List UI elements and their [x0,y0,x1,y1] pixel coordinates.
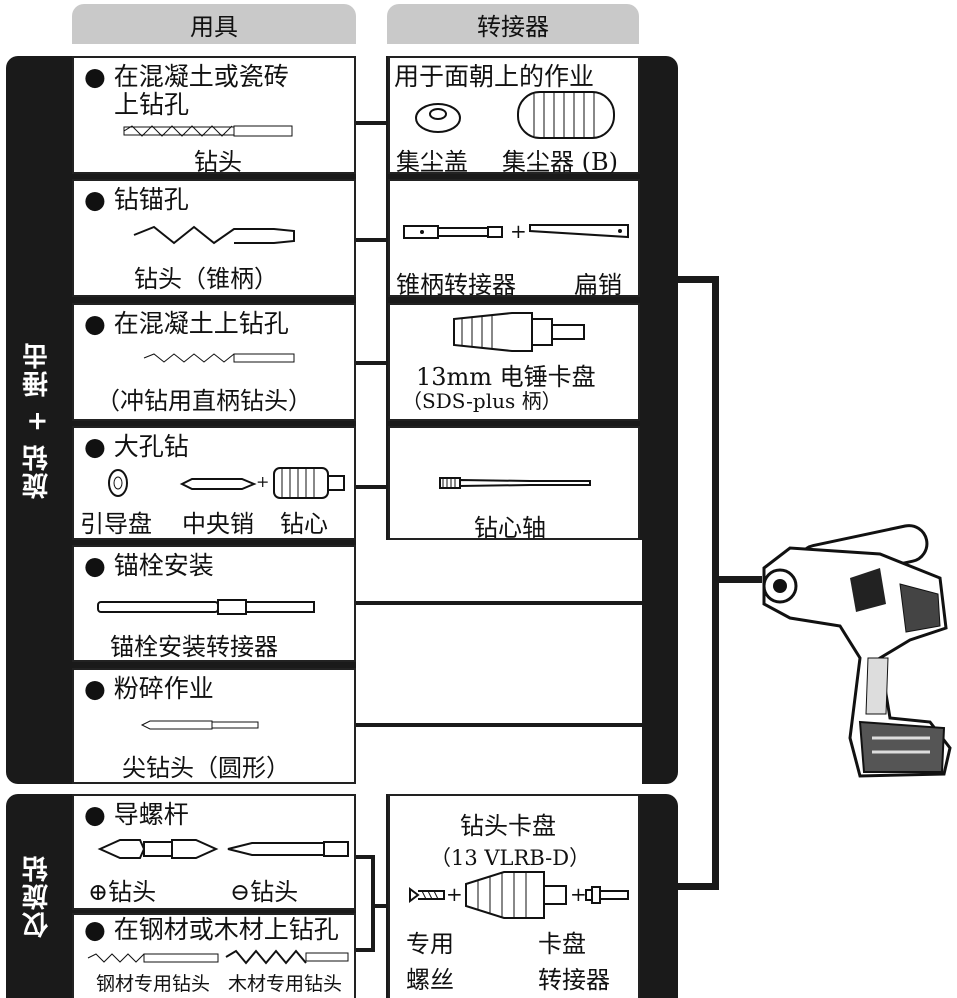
adapter-caption: 卡盘 [538,930,586,958]
tool-box-steel-wood: ● 在钢材或木材上钻孔 钢材专用钻头 木材专用钻头 [72,913,356,998]
tool-caption: 引导盘 [80,510,152,538]
adapter-caption: 转接器 [538,966,610,994]
core-bit-icon [273,467,345,499]
tool-caption: 尖钻头（圆形） [122,754,290,782]
mode-label-hammer-drill: 旋钻 + 捶击 [22,341,53,499]
adapter-caption: 集尘盖 [396,148,468,176]
tool-box-core-drill: ● 大孔钻 + 引导盘 中央销 钻心 [72,426,356,540]
bracket [371,855,375,952]
tool-caption: 锚栓安装转接器 [110,633,278,661]
rotary-hammer-illustration [762,524,952,778]
tool-title: ● 钻锚孔 [84,185,189,214]
connector [639,238,678,242]
tree-branch-top [678,276,718,283]
mode-label-rotation-only: 仅旋钻 [22,854,53,938]
tool-box-anchor-hole: ● 钻锚孔 钻头（锥柄） [72,179,356,297]
tool-caption: ⊖钻头 [230,878,299,906]
tool-caption: 钻心 [280,510,328,538]
tool-caption: 钢材专用钻头 [96,973,211,995]
connector [356,723,676,727]
bracket [356,855,374,859]
plus-icon: + [510,219,527,243]
center-pin-icon [179,478,257,490]
taper-drill-bit-icon [133,225,295,245]
bracket [371,904,389,908]
tool-caption: ⊕钻头 [88,878,157,906]
tool-caption: 中央销 [182,510,254,538]
tool-title: ● 在混凝土或瓷砖 [84,62,289,91]
tool-title: ● 在钢材或木材上钻孔 [84,915,339,944]
taper-adapter-icon [403,225,503,239]
tool-title: ● 粉碎作业 [84,674,214,703]
hammer-chuck-icon [453,312,585,352]
connector [639,121,678,125]
slotted-bit-icon [227,841,349,857]
adapter-title: （13 VLRB-D） [430,846,591,870]
chuck-adapter-icon [585,886,629,904]
steel-drill-bit-icon [87,953,219,963]
connector [356,121,388,125]
adapter-box-keyless-chuck: 钻头卡盘 （13 VLRB-D） + + 专用 螺丝 卡盘 转接器 [388,794,640,998]
adapter-box-taper: + 锥柄转接器 扁销 [388,179,640,299]
adapter-title: 用于面朝上的作业 [394,62,595,91]
dust-extractor-icon [517,91,615,139]
band-gap-lower [356,540,642,786]
special-screw-icon [409,887,445,903]
adapter-caption: 扁销 [574,271,622,299]
straight-drill-bit-icon [143,353,295,363]
tool-box-concrete-tile: ● 在混凝土或瓷砖 上钻孔 钻头 [72,56,356,176]
connector [639,361,678,365]
guide-plate-icon [108,469,128,497]
tool-caption: 钻头 [194,148,242,176]
header-adapters: 转接器 [387,4,639,44]
adapter-caption: 13mm 电锤卡盘 [416,363,596,391]
tool-box-anchor-setting: ● 锚栓安装 锚栓安装转接器 [72,545,356,662]
tool-title: ● 导螺杆 [84,800,189,829]
bull-point-icon [140,720,259,730]
tool-title: ● 大孔钻 [84,432,189,461]
adapter-caption: （SDS-plus 柄） [402,389,562,413]
drift-key-icon [529,224,629,239]
connector [356,485,388,489]
dust-cup-icon [415,103,461,133]
keyless-chuck-icon [465,871,567,919]
connector [356,361,388,365]
tool-title: ● 锚栓安装 [84,551,214,580]
tool-title: ● 在混凝土上钻孔 [84,309,289,338]
tool-caption: 木材专用钻头 [228,973,343,995]
connector [356,601,676,605]
tool-caption: （冲钻用直柄钻头） [96,387,312,415]
adapter-caption: 螺丝 [406,966,454,994]
tool-box-lead-screw: ● 导螺杆 ⊕钻头 ⊖钻头 [72,794,356,910]
adapter-box-dust: 用于面朝上的作业 集尘盖 集尘器 (B) [388,56,640,176]
tree-to-tool [712,576,762,583]
adapter-caption: 钻心轴 [474,514,546,542]
tool-box-concrete: ● 在混凝土上钻孔 （冲钻用直柄钻头） [72,303,356,421]
plus-icon: + [446,882,463,906]
adapter-title: 钻头卡盘 [460,812,556,840]
adapter-caption: 集尘器 (B) [502,148,618,176]
phillips-bit-icon [97,839,219,859]
adapter-caption: 锥柄转接器 [396,271,516,299]
tree-trunk [712,276,719,890]
anchor-adapter-icon [97,599,315,615]
core-shank-icon [439,477,591,489]
adapter-box-core-shank: 钻心轴 [388,426,640,542]
plus-icon: + [570,882,587,906]
adapter-box-chuck: 13mm 电锤卡盘 （SDS-plus 柄） [388,303,640,421]
tool-caption: 钻头（锥柄） [134,265,278,293]
connector [356,238,388,242]
bracket [356,948,374,952]
tool-box-demolition: ● 粉碎作业 尖钻头（圆形） [72,668,356,784]
plus-icon: + [256,472,270,491]
band-gap [356,56,386,998]
connector [639,485,678,489]
wood-drill-bit-icon [225,949,349,965]
tree-branch-bottom [678,883,718,890]
drill-bit-icon [123,125,293,137]
header-tools: 用具 [72,4,356,44]
tool-title-cont: 上钻孔 [114,90,190,119]
adapter-caption: 专用 [406,930,454,958]
